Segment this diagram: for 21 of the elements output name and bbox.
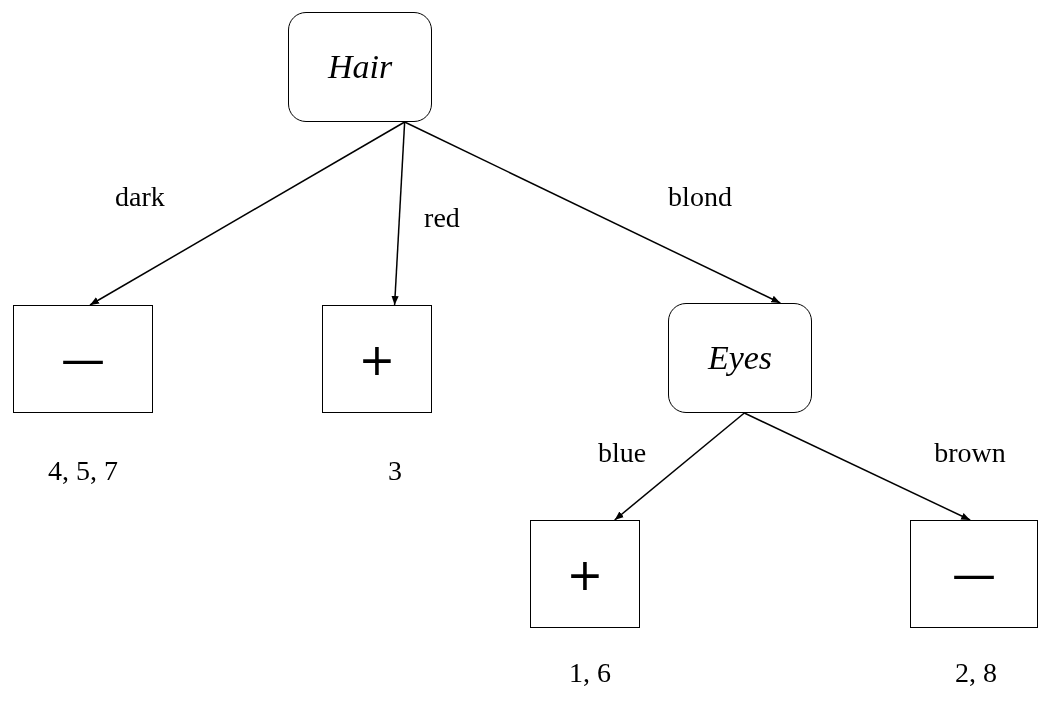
leaf-box [322,305,432,413]
decision-box [288,12,432,122]
arrow [403,121,782,304]
class-symbol: — [61,333,105,385]
attribute-label: Eyes [707,339,773,377]
example-ids: 2, 8 [955,657,997,689]
class-symbol: + [566,548,604,600]
example-ids: 4, 5, 7 [48,455,118,487]
example-ids: 1, 6 [569,657,611,689]
arrow [89,121,406,306]
attribute-label: Hair [327,48,393,86]
leaf-box [13,305,153,413]
class-symbol: + [358,333,396,385]
decision-box [668,303,812,413]
leaf-box [530,520,640,628]
class-symbol: — [952,548,996,600]
example-ids: 3 [388,455,402,487]
arrow [613,412,746,521]
arrow [743,412,971,521]
leaf-box [910,520,1038,628]
arrow [391,121,406,306]
